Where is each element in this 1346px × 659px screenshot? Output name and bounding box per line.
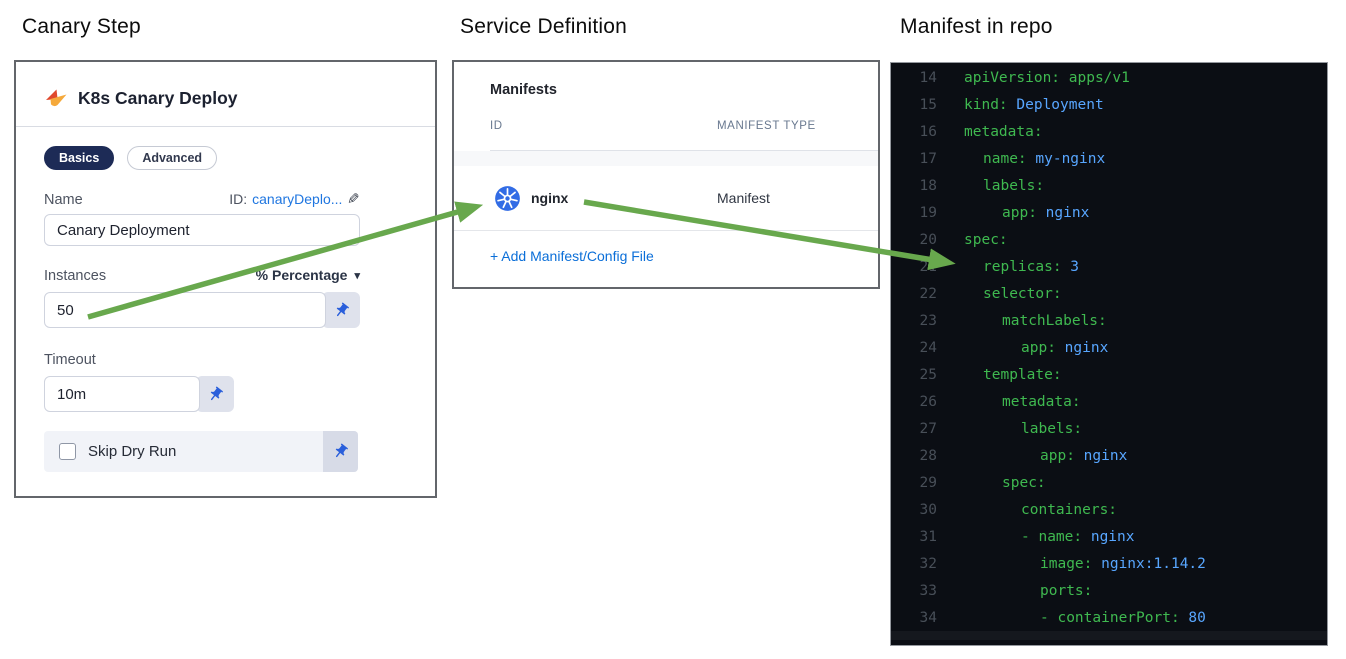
step-tabs: Basics Advanced — [44, 146, 435, 170]
instances-field-row: Instances % Percentage ▾ — [44, 267, 360, 284]
code-line-31: 31- name: nginx — [919, 529, 1135, 545]
instances-runtime-pin-button[interactable] — [322, 292, 360, 328]
manifests-title: Manifests — [490, 82, 557, 98]
step-id-link[interactable]: canaryDeplo... — [252, 191, 343, 207]
pushpin-icon — [335, 443, 348, 458]
canary-bird-icon — [46, 89, 67, 107]
name-label: Name — [44, 192, 83, 208]
kubernetes-icon — [495, 185, 520, 211]
instances-label: Instances — [44, 268, 107, 284]
skip-dry-run-label: Skip Dry Run — [88, 443, 177, 460]
heading-canary-step: Canary Step — [22, 15, 141, 38]
canary-step-card: K8s Canary Deploy Basics Advanced Name I… — [14, 60, 437, 498]
code-line-34: 34- containerPort: 80 — [919, 610, 1206, 626]
timeout-input[interactable] — [44, 376, 200, 412]
manifest-type-cell: Manifest — [717, 190, 770, 206]
instances-unit-selector[interactable]: % Percentage ▾ — [256, 267, 360, 283]
pushpin-icon — [336, 302, 349, 316]
name-input[interactable] — [44, 214, 360, 246]
step-title: K8s Canary Deploy — [78, 87, 238, 108]
manifest-row[interactable]: nginx Manifest — [454, 166, 878, 230]
step-header: K8s Canary Deploy — [16, 62, 435, 110]
table-header-divider — [490, 150, 878, 151]
tab-advanced[interactable]: Advanced — [127, 146, 218, 170]
tab-basics[interactable]: Basics — [44, 146, 115, 170]
heading-manifest-in-repo: Manifest in repo — [900, 15, 1053, 38]
skip-dry-run-row[interactable]: Skip Dry Run — [44, 431, 358, 472]
column-header-manifest-type: MANIFEST TYPE — [717, 120, 816, 132]
row-divider — [454, 230, 878, 231]
table-gap-strip — [454, 151, 878, 166]
timeout-runtime-pin-button[interactable] — [196, 376, 234, 412]
skip-dry-run-checkbox[interactable] — [59, 443, 76, 460]
edit-pencil-icon[interactable]: ✎ — [347, 191, 360, 208]
timeout-input-group — [44, 376, 234, 412]
header-divider — [16, 126, 435, 127]
id-prefix: ID: — [229, 191, 248, 207]
instances-input[interactable] — [44, 292, 326, 328]
skip-dry-run-runtime-pin-button[interactable] — [323, 431, 358, 472]
chevron-down-icon: ▾ — [354, 269, 360, 282]
manifests-table-header: ID MANIFEST TYPE — [490, 120, 878, 136]
editor-scrollbar-track[interactable] — [891, 631, 1327, 640]
pushpin-icon — [210, 386, 223, 400]
service-definition-card: Manifests ID MANIFEST TYPE ng — [452, 60, 880, 289]
instances-input-group — [44, 292, 360, 328]
column-header-id: ID — [490, 120, 503, 132]
add-manifest-link[interactable]: + Add Manifest/Config File — [490, 248, 654, 264]
heading-service-definition: Service Definition — [460, 15, 628, 38]
name-field-row: Name ID: canaryDeplo... ✎ — [44, 190, 360, 208]
manifest-id-cell: nginx — [531, 190, 569, 206]
step-id-block: ID: canaryDeplo... ✎ — [229, 190, 360, 208]
instances-unit-label: % Percentage — [255, 267, 348, 283]
timeout-label: Timeout — [44, 352, 96, 368]
